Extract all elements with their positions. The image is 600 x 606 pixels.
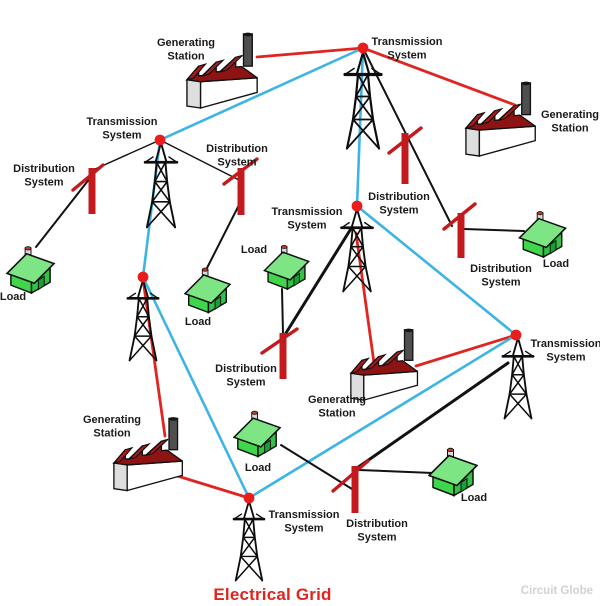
watermark: Circuit Globe bbox=[520, 585, 593, 597]
transmission-tower-icon bbox=[501, 336, 535, 421]
power-line-black bbox=[463, 228, 525, 232]
load-house-icon bbox=[263, 244, 310, 290]
load-house-icon bbox=[233, 410, 281, 458]
load-house-icon bbox=[428, 447, 478, 497]
label-load-4: Load bbox=[543, 258, 569, 270]
junction-node bbox=[243, 492, 255, 504]
load-house-icon bbox=[184, 267, 231, 314]
power-line-cyan bbox=[158, 46, 365, 142]
power-line-black bbox=[35, 172, 95, 248]
label-load-2: Load bbox=[185, 316, 211, 328]
power-line-red bbox=[169, 472, 251, 500]
power-line-red bbox=[361, 46, 517, 107]
distribution-system-icon bbox=[442, 202, 477, 258]
power-line-cyan bbox=[247, 333, 518, 500]
power-line-black bbox=[281, 288, 284, 335]
junction-node bbox=[137, 271, 149, 283]
generating-station-icon bbox=[350, 327, 419, 401]
power-line-black bbox=[280, 444, 353, 490]
load-house-icon bbox=[518, 210, 567, 258]
distribution-system-icon bbox=[331, 459, 370, 513]
label-load-1: Load bbox=[0, 291, 26, 303]
distribution-system-icon bbox=[387, 126, 423, 184]
power-line-red bbox=[255, 46, 365, 59]
label-load-6: Load bbox=[461, 492, 487, 504]
junction-node bbox=[154, 134, 166, 146]
generating-station-icon bbox=[465, 80, 536, 157]
distribution-system-icon bbox=[260, 327, 299, 379]
transmission-tower-icon bbox=[126, 278, 160, 363]
power-line-black bbox=[159, 139, 242, 182]
power-line-red bbox=[414, 333, 518, 368]
junction-node bbox=[357, 42, 369, 54]
power-line-black bbox=[284, 225, 354, 335]
transmission-tower-icon bbox=[143, 141, 179, 230]
load-house-icon bbox=[6, 245, 55, 294]
diagram-title: Electrical Grid bbox=[213, 585, 332, 604]
power-line-cyan bbox=[355, 204, 518, 337]
power-line-cyan bbox=[141, 275, 251, 500]
junction-node bbox=[510, 329, 522, 341]
junction-node bbox=[351, 200, 363, 212]
distribution-system-icon bbox=[222, 157, 259, 215]
distribution-system-icon bbox=[71, 163, 105, 214]
label-load-5: Load bbox=[245, 462, 271, 474]
transmission-tower-icon bbox=[232, 499, 266, 583]
power-line-black bbox=[358, 469, 434, 474]
label-load-3: Load bbox=[241, 244, 267, 256]
power-line-black bbox=[355, 361, 510, 470]
power-line-black bbox=[206, 200, 242, 269]
power-line-red bbox=[354, 231, 376, 365]
